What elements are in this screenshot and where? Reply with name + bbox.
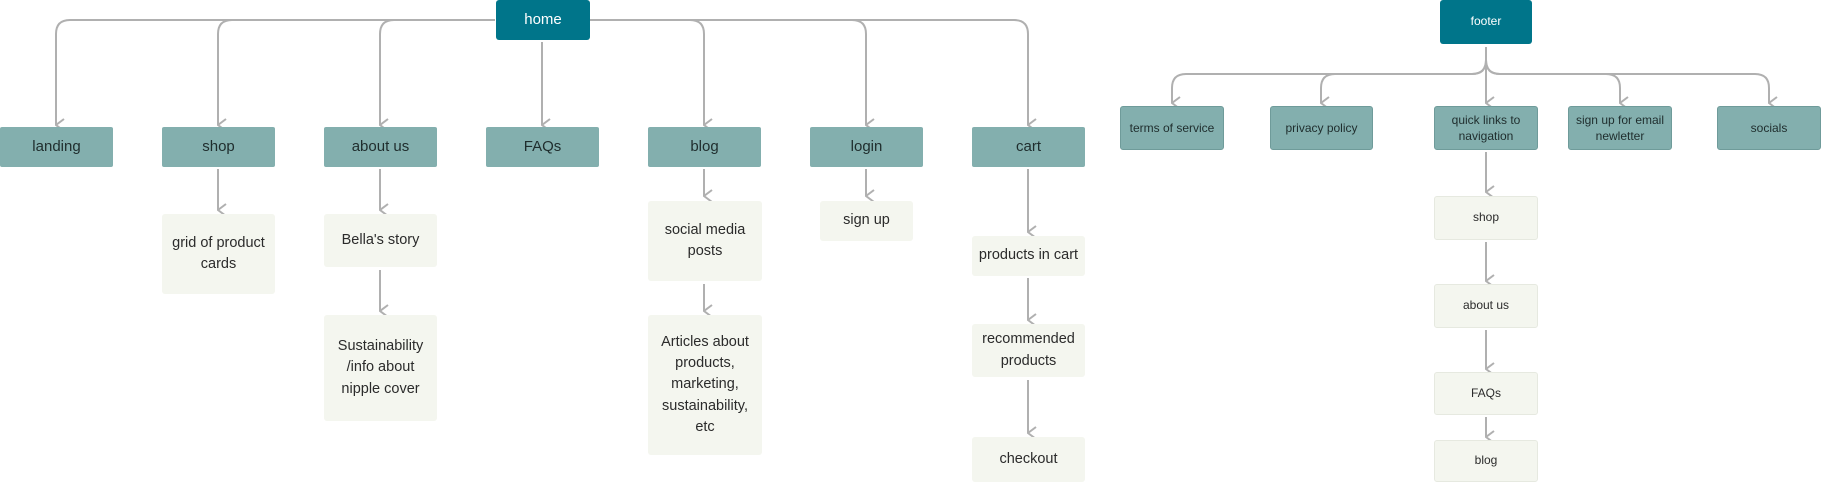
footer-label: footer bbox=[1470, 14, 1502, 29]
grid-of-product-cards-label: grid of product cards bbox=[172, 234, 265, 272]
footer-shop-label: shop bbox=[1472, 210, 1500, 225]
faqs-node: FAQs bbox=[486, 127, 599, 167]
shop-node: shop bbox=[162, 127, 275, 167]
footer-about-us-label: about us bbox=[1462, 298, 1510, 313]
recommended-products-label: recommended products bbox=[982, 331, 1075, 369]
connector-footer-socials bbox=[1485, 59, 1769, 103]
sign-up-label: sign up bbox=[843, 212, 890, 229]
connector-home-cart bbox=[590, 19, 1028, 125]
newsletter-node: sign up for email newletter bbox=[1568, 106, 1672, 150]
blog-child-node: Articles about products, marketing, sust… bbox=[648, 315, 762, 455]
faqs-label: FAQs bbox=[523, 138, 562, 156]
footer-blog-label: blog bbox=[1474, 453, 1498, 468]
landing-node: landing bbox=[0, 127, 113, 167]
connector-home-blog bbox=[590, 19, 704, 125]
footer-link-node: about us bbox=[1434, 284, 1538, 328]
cart-label: cart bbox=[1015, 138, 1041, 156]
connector-home-landing bbox=[55, 19, 495, 125]
footer-link-node: blog bbox=[1434, 440, 1538, 482]
footer-link-node: FAQs bbox=[1434, 372, 1538, 415]
blog-label: blog bbox=[690, 138, 719, 156]
quick-links-label: quick links to navigation bbox=[1451, 112, 1521, 143]
connector-home-about bbox=[379, 19, 495, 125]
shop-child-node: grid of product cards bbox=[162, 214, 275, 294]
bellas-story-label: Bella's story bbox=[341, 231, 420, 248]
socials-node: socials bbox=[1717, 106, 1821, 150]
login-node: login bbox=[810, 127, 923, 167]
articles-label: Articles about products, marketing, sust… bbox=[661, 334, 749, 435]
privacy-label: privacy policy bbox=[1285, 120, 1358, 135]
connector-home-shop bbox=[217, 19, 495, 125]
login-child-node: sign up bbox=[820, 201, 913, 241]
terms-node: terms of service bbox=[1120, 106, 1224, 150]
cart-node: cart bbox=[972, 127, 1085, 167]
newsletter-label: sign up for email newletter bbox=[1575, 112, 1665, 143]
home-label: home bbox=[524, 11, 562, 29]
products-in-cart-label: products in cart bbox=[978, 247, 1079, 264]
socials-label: socials bbox=[1750, 120, 1788, 135]
cart-child-node: recommended products bbox=[972, 324, 1085, 377]
about-us-node: about us bbox=[324, 127, 437, 167]
sustainability-label: Sustainability /info about nipple cover bbox=[337, 338, 424, 397]
cart-child-node: products in cart bbox=[972, 236, 1085, 276]
quick-links-node: quick links to navigation bbox=[1434, 106, 1538, 150]
terms-label: terms of service bbox=[1129, 120, 1215, 135]
home-node: home bbox=[496, 0, 590, 40]
cart-child-node: checkout bbox=[972, 437, 1085, 482]
login-label: login bbox=[850, 138, 883, 156]
footer-node: footer bbox=[1440, 0, 1532, 44]
about-us-label: about us bbox=[351, 138, 410, 156]
about-child-node: Bella's story bbox=[324, 214, 437, 267]
about-child-node: Sustainability /info about nipple cover bbox=[324, 315, 437, 421]
social-media-posts-label: social media posts bbox=[664, 221, 746, 259]
checkout-label: checkout bbox=[999, 450, 1058, 467]
landing-label: landing bbox=[32, 138, 81, 156]
blog-child-node: social media posts bbox=[648, 201, 762, 281]
footer-faqs-label: FAQs bbox=[1470, 385, 1501, 400]
connector-footer-newsletter bbox=[1485, 59, 1620, 103]
shop-label: shop bbox=[202, 138, 235, 156]
blog-node: blog bbox=[648, 127, 761, 167]
footer-link-node: shop bbox=[1434, 196, 1538, 240]
connector-home-login bbox=[590, 19, 866, 125]
connector-footer-privacy bbox=[1320, 59, 1487, 103]
privacy-node: privacy policy bbox=[1270, 106, 1373, 150]
